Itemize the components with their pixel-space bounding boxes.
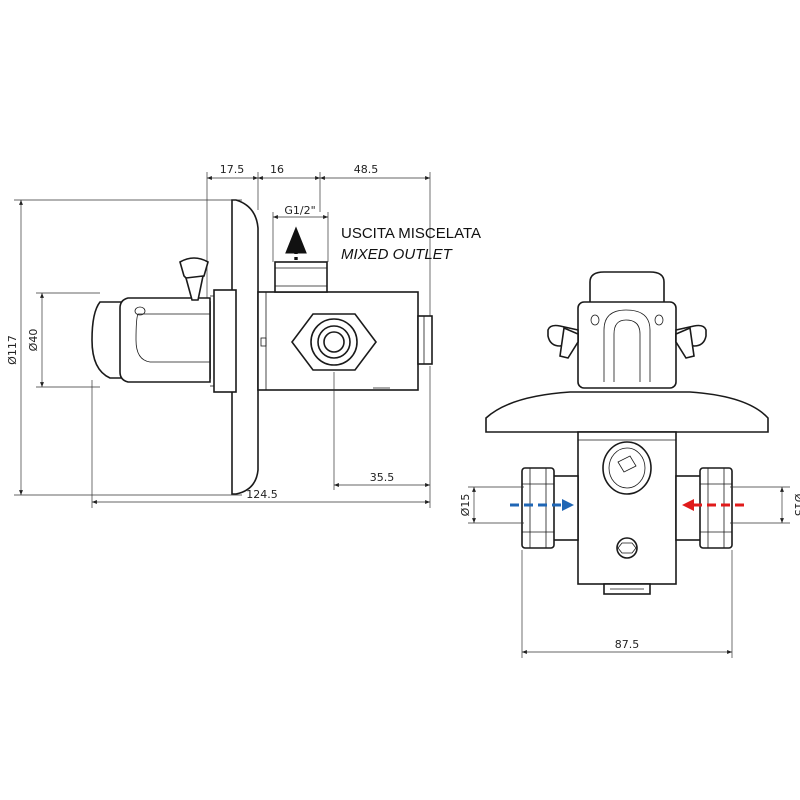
cold-inlet-arrow: [510, 499, 574, 511]
thread-callout: G1/2": [272, 204, 329, 262]
dim-body-diameter: Ø40: [27, 329, 40, 352]
side-handle: [91, 297, 211, 383]
front-body: [577, 431, 677, 595]
front-width-dimension: 87.5: [521, 550, 733, 658]
left-dimensions: Ø117 Ø40: [6, 199, 242, 496]
top-dimension-chain: 17.5 16 48.5: [206, 163, 431, 320]
front-handle: [547, 271, 707, 389]
dim-top-left: 17.5: [220, 163, 245, 176]
outlet-label-it: USCITA MISCELATA: [341, 225, 481, 242]
front-inlet-dimensions: Ø15 Ø15: [459, 486, 800, 524]
dim-inlet-left: Ø15: [459, 494, 472, 517]
inlet-right: [675, 467, 733, 549]
front-view: Ø15 Ø15 87.5: [459, 271, 800, 658]
side-view: 17.5 16 48.5 G1/2" USCITA MISCELATA MIXE…: [6, 163, 481, 508]
bottom-dimensions: 35.5 124.5: [91, 366, 431, 508]
dim-overall-length: 124.5: [246, 488, 278, 501]
dim-top-mid: 16: [270, 163, 284, 176]
front-cover-plate: [485, 391, 769, 433]
inlet-left: [521, 467, 579, 549]
side-lever: [179, 257, 209, 301]
hot-inlet-arrow: [682, 499, 744, 511]
dim-front-width: 87.5: [615, 638, 640, 651]
dim-top-right: 48.5: [354, 163, 379, 176]
dim-plate-diameter: Ø117: [6, 335, 19, 365]
thread-size: G1/2": [284, 204, 315, 217]
dim-outlet-offset: 35.5: [370, 471, 395, 484]
dim-inlet-right: Ø15: [792, 494, 800, 517]
valve-body: [257, 261, 433, 391]
outlet-label-en: MIXED OUTLET: [341, 246, 454, 263]
wall-plate: [210, 199, 259, 495]
